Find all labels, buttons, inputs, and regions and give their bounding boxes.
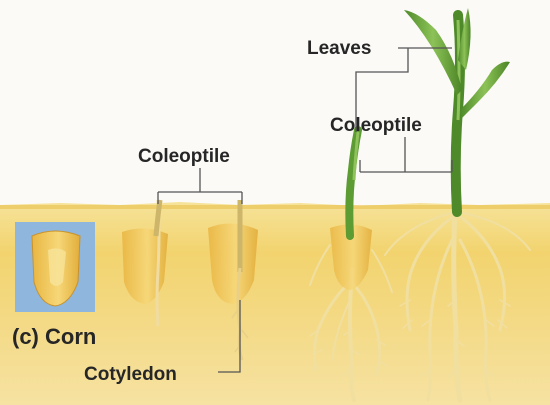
leaf-right xyxy=(460,62,510,118)
corn-kernel-framed xyxy=(15,222,95,312)
label-caption-corn: (c) Corn xyxy=(12,324,96,349)
label-cotyledon: Cotyledon xyxy=(84,364,177,385)
leaf-left xyxy=(404,10,462,95)
shoot-stage-5 xyxy=(456,15,460,212)
label-leaves: Leaves xyxy=(307,38,371,59)
label-coleoptile-right: Coleoptile xyxy=(330,115,422,136)
label-coleoptile-left: Coleoptile xyxy=(138,146,230,167)
